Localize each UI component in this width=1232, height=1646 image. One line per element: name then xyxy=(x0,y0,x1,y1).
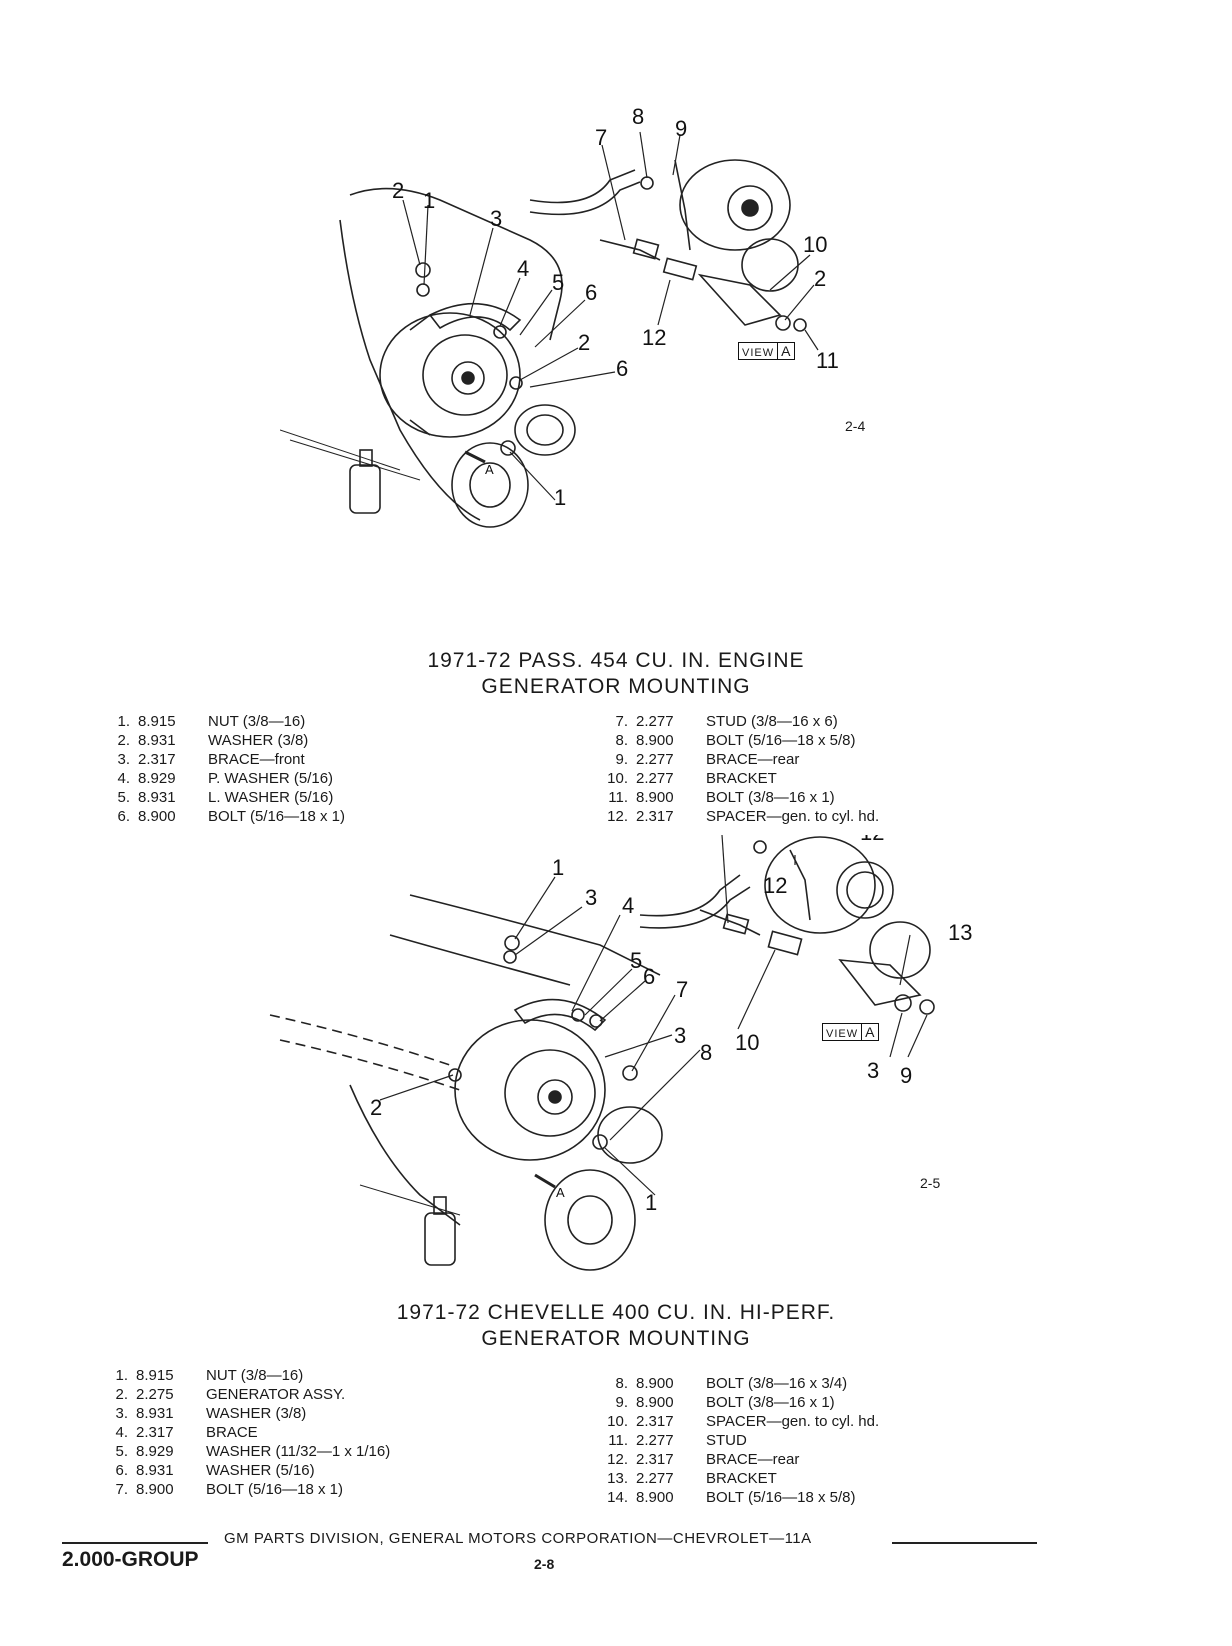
callout-10: 10 xyxy=(735,1030,759,1055)
callout-6b: 6 xyxy=(616,356,628,381)
footer-rule-left xyxy=(62,1542,208,1544)
callout-4: 4 xyxy=(517,256,529,281)
footer-publisher: GM PARTS DIVISION, GENERAL MOTORS CORPOR… xyxy=(224,1530,812,1547)
callout-13: 13 xyxy=(948,920,972,945)
callout-2: 2 xyxy=(370,1095,382,1120)
view-arrow-letter: A xyxy=(485,462,494,477)
callout-6: 6 xyxy=(643,964,655,989)
callout-5: 5 xyxy=(552,270,564,295)
engine-illustration-chevelle: 11 14 12 12 13 1 3 4 5 6 7 3 8 10 3 9 2 … xyxy=(269,835,972,1271)
view-arrow-letter: A xyxy=(556,1185,565,1200)
figure-454-generator-mounting: 1 2 3 4 5 6 2 6 1 7 8 9 10 2 11 12 A VIE… xyxy=(280,100,920,550)
callout-9: 9 xyxy=(900,1063,912,1088)
callout-4: 4 xyxy=(622,893,634,918)
view-label: VIEW xyxy=(742,347,775,359)
page-number: 2-8 xyxy=(534,1556,555,1572)
callout-5: 5 xyxy=(630,948,642,973)
callout-3b: 3 xyxy=(674,1023,686,1048)
callout-1: 1 xyxy=(552,855,564,880)
callout-9: 9 xyxy=(675,116,687,141)
callout-8: 8 xyxy=(700,1040,712,1065)
view-letter: A xyxy=(777,343,792,359)
callout-10: 10 xyxy=(803,232,827,257)
footer-group-label: 2.000-GROUP xyxy=(62,1548,199,1571)
section2-subtitle: GENERATOR MOUNTING xyxy=(481,1327,751,1350)
callout-12b: 12 xyxy=(763,873,787,898)
callout-12: 12 xyxy=(860,835,884,845)
callout-6: 6 xyxy=(585,280,597,305)
section1-title: 1971-72 PASS. 454 CU. IN. ENGINE xyxy=(427,649,805,672)
callout-12: 12 xyxy=(642,325,666,350)
section1-subtitle: GENERATOR MOUNTING xyxy=(481,675,751,698)
callout-2b: 2 xyxy=(578,330,590,355)
callout-11: 11 xyxy=(703,835,726,838)
view-letter: A xyxy=(861,1024,876,1040)
callout-3c: 3 xyxy=(867,1058,879,1083)
callout-3: 3 xyxy=(490,206,502,231)
callout-2: 2 xyxy=(392,178,404,203)
callout-3: 3 xyxy=(585,885,597,910)
callout-8: 8 xyxy=(632,104,644,129)
callout-2c: 2 xyxy=(814,266,826,291)
view-label: VIEW xyxy=(826,1028,859,1040)
callout-1b: 1 xyxy=(554,485,566,510)
callout-7: 7 xyxy=(595,125,607,150)
footer-rule-right xyxy=(892,1542,1037,1544)
callout-1: 1 xyxy=(423,188,435,213)
figure-number: 2-5 xyxy=(920,1175,941,1191)
callout-11: 11 xyxy=(816,348,839,373)
callout-7: 7 xyxy=(676,977,688,1002)
figure-number: 2-4 xyxy=(845,418,866,434)
section2-title: 1971-72 CHEVELLE 400 CU. IN. HI-PERF. xyxy=(396,1301,836,1324)
figure-chevelle-generator-mounting: 11 14 12 12 13 1 3 4 5 6 7 3 8 10 3 9 2 … xyxy=(260,835,1000,1275)
engine-illustration-454: 1 2 3 4 5 6 2 6 1 7 8 9 10 2 11 12 A xyxy=(280,104,839,528)
callout-1b: 1 xyxy=(645,1190,657,1215)
